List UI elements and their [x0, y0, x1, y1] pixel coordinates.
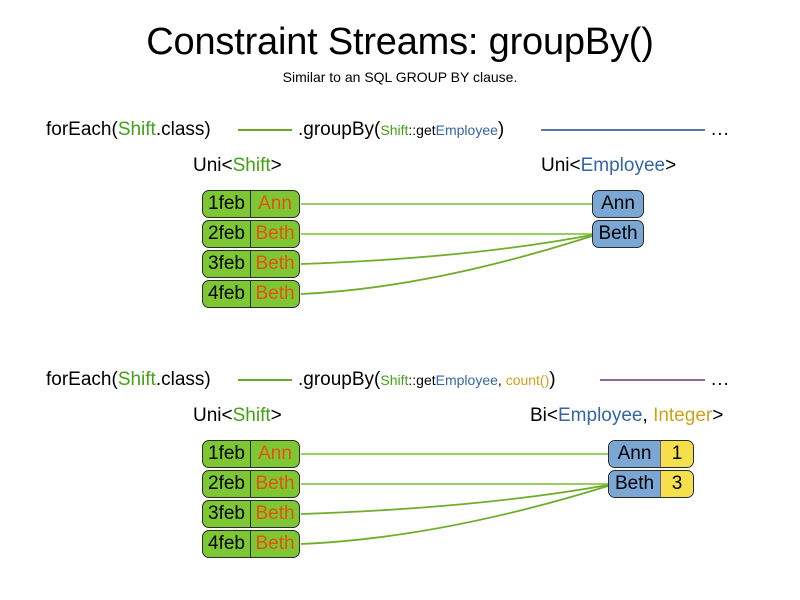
code-token-comma: ,	[497, 372, 506, 388]
type-label-suffix: >	[270, 155, 282, 176]
code-foreach-2: forEach(Shift.class)	[46, 368, 211, 392]
shift-date: 1feb	[203, 191, 251, 217]
shift-row[interactable]: 3feb Beth	[202, 250, 300, 278]
shift-date: 4feb	[203, 281, 251, 307]
type-label-employee: Employee	[558, 405, 643, 426]
shift-employee: Ann	[258, 193, 292, 214]
wire-shift-4feb-beth-2	[300, 485, 609, 545]
employee-count-row[interactable]: Beth 3	[608, 470, 694, 498]
code-token-shift: Shift	[117, 369, 156, 390]
code-token-shift-arg: Shift	[380, 372, 409, 388]
shift-date: 1feb	[203, 441, 251, 467]
wire-shift-3feb-beth-2	[300, 484, 609, 515]
type-label-suffix: >	[270, 405, 282, 426]
code-foreach-suffix: .class)	[155, 119, 211, 140]
code-token-employee: Employee	[435, 372, 498, 388]
shift-employee: Beth	[255, 223, 295, 244]
code-token-employee: Employee	[435, 122, 498, 138]
type-label-left-2: Uni<Shift>	[193, 404, 282, 428]
code-token-mapper-sep: ::get	[408, 372, 436, 388]
page-subtitle: Similar to an SQL GROUP BY clause.	[282, 69, 518, 85]
type-label-right-2: Bi<Employee, Integer>	[530, 404, 723, 428]
wire-shift-4feb-beth	[300, 235, 593, 295]
wire-shift-3feb-beth	[300, 234, 593, 265]
code-ellipsis-2: ...	[711, 369, 730, 390]
employee-box[interactable]: Beth	[592, 220, 644, 248]
shift-employee: Beth	[255, 533, 295, 554]
shift-employee: Beth	[255, 253, 295, 274]
shift-row[interactable]: 1feb Ann	[202, 190, 300, 218]
type-label-prefix: Uni<	[193, 405, 233, 426]
shift-row[interactable]: 2feb Beth	[202, 470, 300, 498]
employee-count-row[interactable]: Ann 1	[608, 440, 694, 468]
shift-employee: Beth	[255, 283, 295, 304]
code-foreach-suffix: .class)	[155, 369, 211, 390]
shift-employee: Beth	[255, 473, 295, 494]
shift-date: 2feb	[203, 471, 251, 497]
shift-row[interactable]: 4feb Beth	[202, 530, 300, 558]
shift-date: 3feb	[203, 251, 251, 277]
code-foreach-1: forEach(Shift.class)	[46, 118, 211, 142]
code-token-shift: Shift	[117, 119, 156, 140]
code-token-count: count()	[505, 372, 550, 388]
code-groupby-prefix: .groupBy(	[298, 119, 381, 140]
shift-date: 3feb	[203, 501, 251, 527]
count-cell: 3	[661, 471, 693, 497]
code-token-mapper-sep: ::get	[408, 122, 436, 138]
code-groupby-suffix: )	[549, 369, 556, 390]
type-label-prefix: Uni<	[193, 155, 233, 176]
shift-date: 4feb	[203, 531, 251, 557]
code-ellipsis-1: ...	[711, 119, 730, 140]
type-label-shift: Shift	[232, 155, 271, 176]
type-label-left-1: Uni<Shift>	[193, 154, 282, 178]
type-label-shift: Shift	[232, 405, 271, 426]
employee-cell: Beth	[609, 471, 661, 497]
type-label-prefix: Uni<	[541, 155, 581, 176]
type-label-employee: Employee	[580, 155, 666, 176]
shift-date: 2feb	[203, 221, 251, 247]
shift-row[interactable]: 2feb Beth	[202, 220, 300, 248]
shift-row[interactable]: 1feb Ann	[202, 440, 300, 468]
type-label-suffix: >	[665, 155, 677, 176]
type-label-prefix: Bi<	[530, 405, 558, 426]
employee-box[interactable]: Ann	[592, 190, 644, 218]
shift-row[interactable]: 3feb Beth	[202, 500, 300, 528]
employee-cell: Ann	[609, 441, 661, 467]
code-groupby-1: .groupBy(Shift::getEmployee)	[298, 118, 504, 142]
type-label-suffix: >	[712, 405, 724, 426]
type-label-sep: ,	[642, 405, 654, 426]
code-token-shift-arg: Shift	[380, 122, 409, 138]
count-cell: 1	[661, 441, 693, 467]
code-foreach-prefix: forEach(	[46, 369, 118, 390]
page-title: Constraint Streams: groupBy()	[146, 21, 654, 63]
code-groupby-suffix: )	[497, 119, 505, 140]
shift-employee: Ann	[258, 443, 292, 464]
type-label-integer: Integer	[653, 405, 713, 426]
code-foreach-prefix: forEach(	[46, 119, 118, 140]
shift-row[interactable]: 4feb Beth	[202, 280, 300, 308]
type-label-right-1: Uni<Employee>	[541, 154, 676, 178]
code-groupby-prefix: .groupBy(	[298, 369, 381, 390]
shift-employee: Beth	[255, 503, 295, 524]
code-groupby-2: .groupBy(Shift::getEmployee, count())	[298, 368, 556, 392]
